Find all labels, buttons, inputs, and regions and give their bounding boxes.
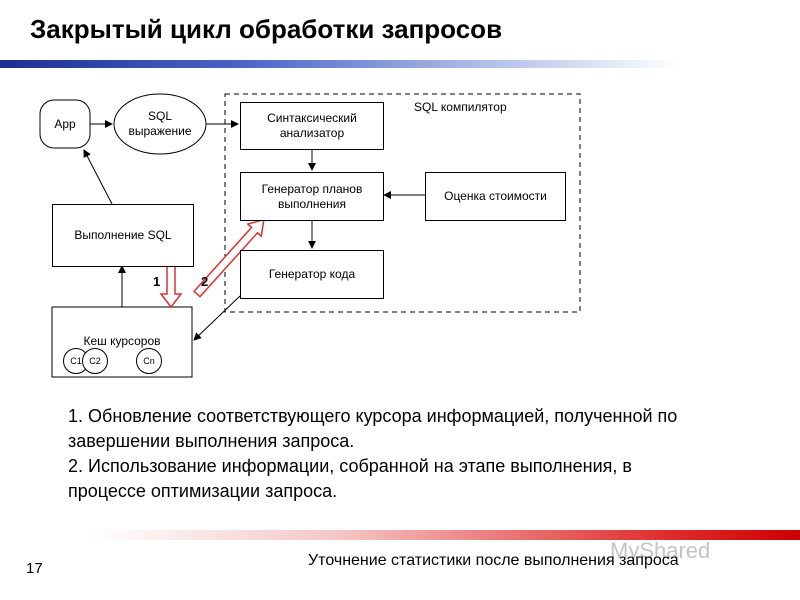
feedback-arrow-2 xyxy=(192,218,265,298)
sql-compiler-label: SQL компилятор xyxy=(414,100,507,114)
sql-execution-label: Выполнение SQL xyxy=(74,228,172,242)
sql-expression-label-2: выражение xyxy=(128,124,192,138)
cursor-cn: Cn xyxy=(136,348,162,374)
watermark-logo: MyShared xyxy=(610,538,711,563)
code-generator-node: Генератор кода xyxy=(240,250,384,299)
arrow-2-label: 2 xyxy=(201,274,209,289)
app-label: App xyxy=(54,116,76,131)
sql-expression-node: SQL выражение xyxy=(114,94,206,154)
parser-node: Синтаксический анализатор xyxy=(240,102,384,150)
cost-estimation-node: Оценка стоимости xyxy=(425,172,566,221)
description: 1. Обновление соответствующего курсора и… xyxy=(68,404,688,504)
title-underline-bar xyxy=(0,60,800,68)
sql-compiler-frame xyxy=(224,93,581,313)
description-item-1: 1. Обновление соответствующего курсора и… xyxy=(68,406,678,451)
sql-expression-label-1: SQL xyxy=(147,109,172,123)
page-number: 17 xyxy=(26,560,43,577)
cost-estimation-label: Оценка стоимости xyxy=(444,189,547,203)
description-item-2: 2. Использование информации, собранной н… xyxy=(68,456,632,501)
cursor-c2: C2 xyxy=(82,348,108,374)
parser-label-1: Синтаксический xyxy=(267,111,357,125)
slide-subtitle: Уточнение статистики после выполнения за… xyxy=(308,552,679,569)
cursor-cache-label: Кеш курсоров xyxy=(83,334,161,348)
footer-bar xyxy=(90,530,800,540)
arrow-exec-to-app xyxy=(83,149,113,205)
arrow-1-label: 1 xyxy=(153,274,161,289)
feedback-arrow-1 xyxy=(159,265,183,309)
plan-generator-label-1: Генератор планов xyxy=(261,181,363,196)
app-node: App xyxy=(40,100,90,148)
plan-generator-node: Генератор планов выполнения xyxy=(240,172,384,221)
sql-execution-node: Выполнение SQL xyxy=(52,204,194,267)
parser-label-2: анализатор xyxy=(279,126,345,140)
arrow-codegen-to-cache xyxy=(193,295,241,341)
page-title: Закрытый цикл обработки запросов xyxy=(30,14,503,44)
code-generator-label: Генератор кода xyxy=(268,267,356,281)
plan-generator-label-2: выполнения xyxy=(277,196,347,211)
